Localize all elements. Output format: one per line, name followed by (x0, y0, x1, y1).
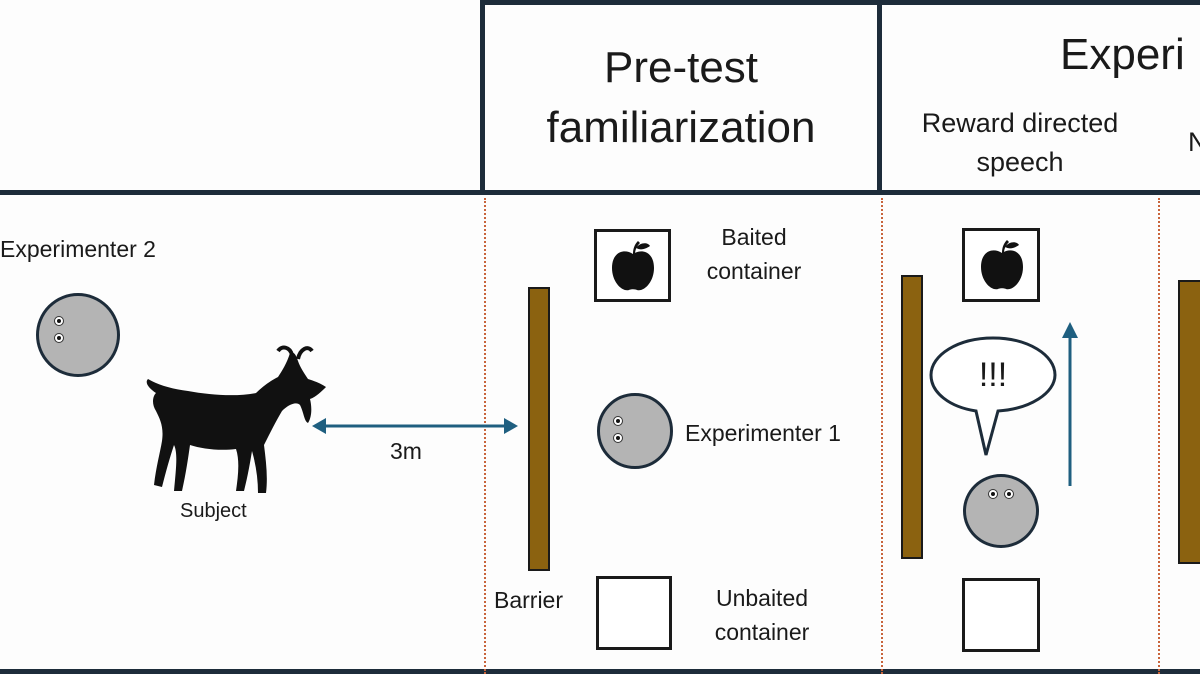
speech-text: !!! (978, 356, 1008, 394)
bottom-line (0, 669, 1200, 674)
eye-icon (613, 416, 623, 426)
experimenter1-label: Experimenter 1 (685, 420, 841, 446)
header-top-line (480, 0, 1200, 5)
barrier (901, 275, 923, 559)
baited-container-label: Baited container (706, 224, 802, 284)
eye-icon (613, 433, 623, 443)
divider-next (1158, 198, 1160, 674)
pretest-title: Pre-test familiarization (546, 42, 816, 152)
barrier (1178, 280, 1200, 564)
pretest-header: Pre-test familiarization (485, 5, 877, 190)
eye-icon (54, 333, 64, 343)
experimenter1-circle (597, 393, 673, 469)
baited-container (594, 229, 671, 302)
reward-condition-label: Reward directed speech (921, 108, 1119, 177)
divider-reward (881, 198, 883, 674)
baited-container (962, 228, 1040, 302)
goat-icon (146, 345, 326, 493)
speech-bubble (929, 336, 1057, 456)
experimenter2-circle (36, 293, 120, 377)
header-bottom-line (0, 190, 1200, 195)
experimental-title: Experi (1060, 30, 1185, 79)
header-divider-left (480, 0, 485, 195)
eye-icon (54, 316, 64, 326)
unbaited-container (596, 576, 672, 650)
barrier-label: Barrier (494, 587, 564, 613)
experimenter2-label: Experimenter 2 (0, 236, 156, 262)
subject-label: Subject (180, 500, 247, 522)
cut-condition-label: N (1188, 127, 1200, 157)
apple-icon (612, 241, 654, 291)
apple-icon (981, 240, 1023, 290)
barrier (528, 287, 550, 571)
distance-arrow (312, 418, 518, 434)
eye-icon (1004, 489, 1014, 499)
experimenter1-circle (963, 474, 1039, 548)
divider-pretest (484, 198, 486, 674)
eye-icon (988, 489, 998, 499)
unbaited-container-label: Unbaited container (714, 585, 810, 645)
unbaited-container (962, 578, 1040, 652)
distance-label: 3m (390, 438, 422, 464)
header-divider-right (877, 0, 882, 195)
movement-arrow (1062, 322, 1078, 486)
